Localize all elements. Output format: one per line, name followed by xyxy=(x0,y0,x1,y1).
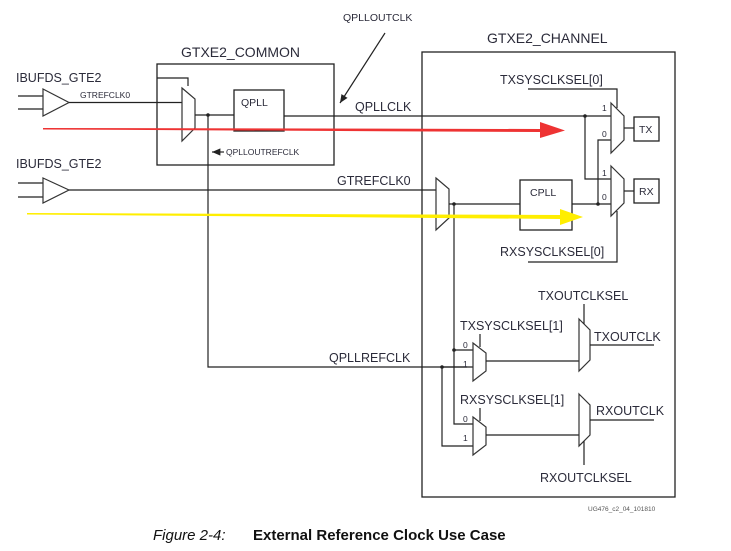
tx-label: TX xyxy=(639,124,652,136)
figure-number: Figure 2-4: xyxy=(153,527,226,544)
rxsysclksel0-label: RXSYSCLKSEL[0] xyxy=(500,245,604,259)
tx-sysclk-mux xyxy=(610,101,625,155)
qpllrefclk-label: QPLLREFCLK xyxy=(329,351,411,365)
refclk-to-rx-mux-wire xyxy=(453,350,473,425)
txsysclksel1-mux-input-0: 0 xyxy=(463,340,468,350)
txoutclk-mux xyxy=(578,317,591,373)
rxsysclksel1-mux-input-1: 1 xyxy=(463,433,468,443)
ibufds-top-label: IBUFDS_GTE2 xyxy=(16,71,101,85)
qpll-block xyxy=(233,89,285,132)
cpll-label: CPLL xyxy=(530,187,556,199)
rx-sysclk-mux xyxy=(610,164,625,218)
ibufds-bottom-label: IBUFDS_GTE2 xyxy=(16,157,101,171)
gtxe2-channel-title: GTXE2_CHANNEL xyxy=(487,30,608,46)
gtrefclk0-channel-label: GTREFCLK0 xyxy=(337,174,411,188)
txsysclksel1-label: TXSYSCLKSEL[1] xyxy=(460,319,563,333)
common-mux-extra-input xyxy=(157,77,189,86)
qpll-label: QPLL xyxy=(241,97,268,109)
rxsysclksel1-label: RXSYSCLKSEL[1] xyxy=(460,393,564,407)
txsysclksel0-label: TXSYSCLKSEL[0] xyxy=(500,73,603,87)
txsysclksel1-mux xyxy=(472,341,487,383)
qpll-path-highlight-arrow xyxy=(43,122,565,138)
gtrefclk0-common-label: GTREFCLK0 xyxy=(80,90,130,100)
figure-doc-id: UG476_c2_04_101810 xyxy=(588,506,656,513)
gtxe2-common-title: GTXE2_COMMON xyxy=(181,44,300,60)
ibufds-bottom-buffer-icon xyxy=(18,177,71,204)
rx-label: RX xyxy=(639,186,654,198)
qplloutclk-label: QPLLOUTCLK xyxy=(343,12,412,24)
rx-mux-input-1: 1 xyxy=(602,168,607,178)
txoutclksel-label: TXOUTCLKSEL xyxy=(538,289,628,303)
rxsysclksel1-mux-input-0: 0 xyxy=(463,414,468,424)
common-refclk-mux xyxy=(181,86,196,143)
tx-mux-input-0: 0 xyxy=(602,129,607,139)
ibufds-top-buffer-icon xyxy=(18,88,71,117)
qpllrefclk-wire xyxy=(207,115,467,368)
rx-mux-input-0: 0 xyxy=(602,192,607,202)
figure-title: External Reference Clock Use Case xyxy=(253,527,506,544)
qplloutrefclk-label: QPLLOUTREFCLK xyxy=(226,147,300,157)
gtxe2-channel-frame xyxy=(421,51,676,498)
txsysclksel0-wire xyxy=(528,88,618,108)
qplloutclk-pointer xyxy=(339,32,386,104)
rxoutclksel-label: RXOUTCLKSEL xyxy=(540,471,632,485)
gtxe2-common-frame xyxy=(156,63,335,166)
cpll-block xyxy=(519,179,573,231)
tx-block xyxy=(633,116,660,142)
rxoutclk-label: RXOUTCLK xyxy=(596,404,665,418)
cpll-to-tx-wire xyxy=(597,139,611,204)
tx-mux-input-1: 1 xyxy=(602,103,607,113)
rxsysclksel0-wire xyxy=(528,211,618,263)
txsysclksel1-mux-input-1: 1 xyxy=(463,359,468,369)
rxoutclk-mux xyxy=(578,392,591,448)
qpllrefclk-to-rx-mux-wire xyxy=(441,367,473,447)
channel-refclk-mux xyxy=(435,176,450,232)
cpll-path-highlight-arrow xyxy=(27,209,583,225)
qpllclk-label: QPLLCLK xyxy=(355,100,412,114)
rxsysclksel1-mux xyxy=(472,415,487,457)
qpllclk-to-rx-wire xyxy=(584,116,611,180)
rx-block xyxy=(633,178,660,204)
txoutclk-label: TXOUTCLK xyxy=(594,330,661,344)
